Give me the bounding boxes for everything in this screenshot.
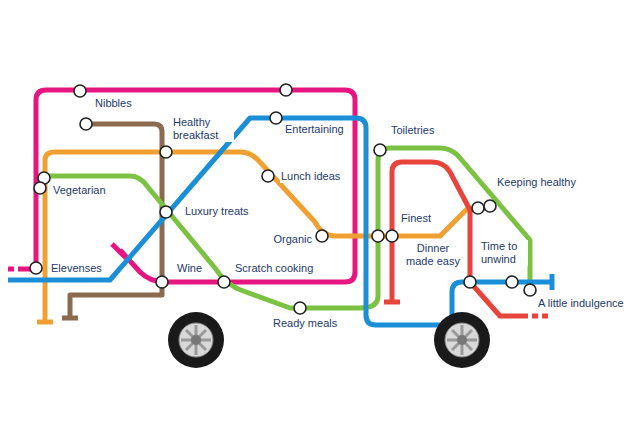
pink-line-end	[112, 244, 126, 258]
orange-line-end	[37, 320, 53, 325]
station-label: Ready meals	[272, 317, 338, 330]
red-line-end	[384, 300, 400, 305]
brown-line-end	[62, 316, 78, 321]
station-label: Lunch ideas	[280, 170, 341, 183]
station-label: Elevenses	[50, 262, 103, 275]
station-label: Toiletries	[390, 124, 435, 137]
station-label: Nibbles	[94, 97, 133, 110]
station-label: Finest	[400, 212, 432, 225]
blue-line-end	[550, 274, 555, 290]
station-label: Time to unwind	[480, 240, 528, 266]
station-label: Wine	[176, 262, 203, 275]
station-label: Luxury treats	[184, 205, 250, 218]
station-label: Entertaining	[284, 123, 345, 136]
station-label: Vegetarian	[52, 184, 107, 197]
pink-line-dash	[8, 267, 20, 272]
stations	[30, 84, 536, 314]
wheels	[168, 312, 490, 368]
station-label: Keeping healthy	[496, 176, 577, 189]
station-label: Dinner made easy	[402, 242, 464, 268]
station-label: Organic	[272, 233, 313, 246]
station-label: Scratch cooking	[234, 262, 314, 275]
station-label: Healthy breakfast	[172, 116, 234, 142]
station-label: A little indulgence	[537, 297, 625, 310]
red-line-dash	[522, 314, 552, 319]
blue-line	[8, 118, 552, 325]
